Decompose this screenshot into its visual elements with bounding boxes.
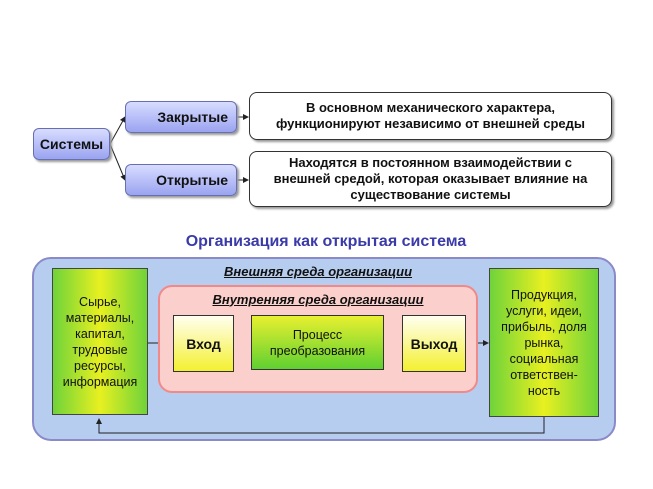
open-systems-description: Находятся в постоянном взаимодействии с … (249, 151, 612, 207)
entry-box: Вход (173, 315, 234, 372)
exit-box: Выход (402, 315, 466, 372)
systems-node: Системы (33, 128, 110, 160)
inputs-box: Сырье, материалы, капитал, трудовые ресу… (52, 268, 148, 415)
arrow-to-closed (109, 116, 126, 145)
closed-systems-node: Закрытые (125, 101, 237, 133)
feedback-arrow (96, 417, 545, 434)
arrow-to-open (109, 143, 126, 181)
external-env-label: Внешняя среда организации (223, 263, 413, 279)
internal-env-label: Внутренняя среда организации (212, 291, 424, 307)
closed-systems-description: В основном механического характера, функ… (249, 92, 612, 140)
process-box: Процесс преобразования (251, 315, 384, 370)
outputs-box: Продукция, услуги, идеи, прибыль, доля р… (489, 268, 599, 417)
open-systems-node: Открытые (125, 164, 237, 196)
section-title: Организация как открытая система (185, 233, 467, 250)
